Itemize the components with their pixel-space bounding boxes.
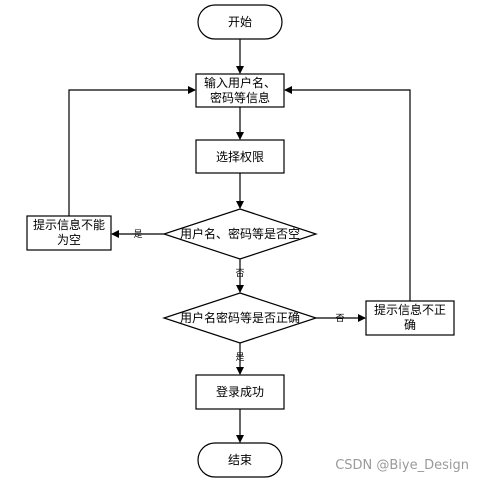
tip-wrong-label-line2: 确 (404, 318, 416, 332)
watermark-text: CSDN @Biye_Design (335, 458, 469, 473)
edge-tip-empty-back (68, 86, 196, 216)
success-label: 登录成功 (216, 384, 264, 399)
edge-tip-wrong-back (284, 86, 411, 301)
tip-empty-label-line1: 提示信息不能 (33, 217, 105, 232)
input-node: 输入用户名、 密码等信息 (195, 73, 285, 108)
decision-correct-label: 用户名密码等是否正确 (180, 310, 300, 325)
success-node: 登录成功 (195, 374, 285, 410)
select-permission-label: 选择权限 (216, 150, 264, 164)
edge-label-empty-no: 否 (235, 268, 244, 279)
tip-empty-node: 提示信息不能 为空 (26, 215, 112, 251)
start-node: 开始 (197, 4, 283, 40)
end-node: 结束 (197, 442, 283, 478)
end-label: 结束 (228, 453, 252, 467)
tip-wrong-label-line1: 提示信息不正 (374, 302, 446, 317)
edge-label-correct-yes: 是 (235, 352, 244, 363)
decision-empty-label: 用户名、密码等是否空 (180, 226, 300, 241)
tip-wrong-node: 提示信息不正 确 (365, 300, 455, 336)
input-label-line1: 输入用户名、 (204, 75, 276, 90)
decision-correct-node: 用户名密码等是否正确 (162, 292, 318, 344)
edge-label-empty-yes: 是 (133, 229, 142, 240)
edge-label-correct-no: 否 (335, 313, 344, 324)
start-label: 开始 (228, 15, 252, 29)
select-permission-node: 选择权限 (195, 139, 285, 174)
tip-empty-label-line2: 为空 (57, 233, 81, 247)
decision-empty-node: 用户名、密码等是否空 (162, 208, 318, 260)
input-label-line2: 密码等信息 (210, 90, 270, 105)
